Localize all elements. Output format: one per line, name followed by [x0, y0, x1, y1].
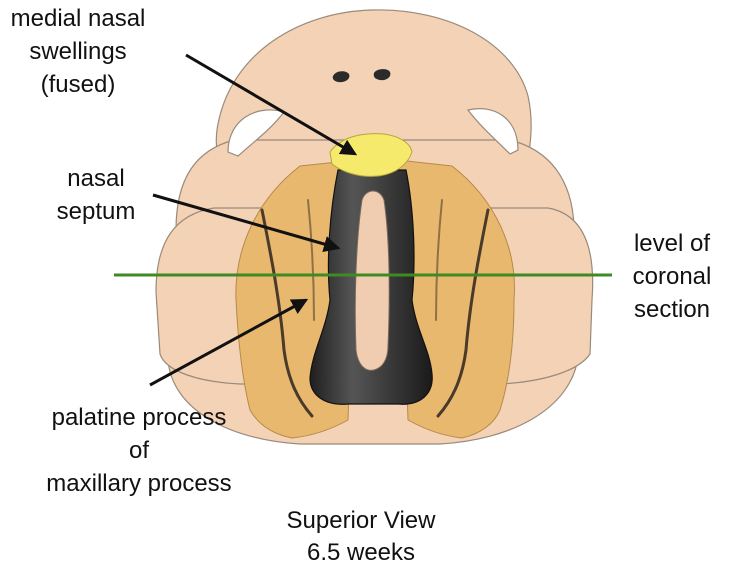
label-line: swellings	[29, 38, 127, 65]
label-medial-nasal-swellings: medial nasal swellings (fused)	[11, 2, 146, 101]
arrow-palatine-process	[149, 298, 309, 387]
label-line: of	[128, 437, 150, 464]
label-line: maxillary process	[46, 470, 232, 497]
caption-view: Superior View 6.5 weeks	[287, 505, 436, 569]
label-line: medial nasal	[10, 5, 146, 32]
caption-age: 6.5 weeks	[306, 539, 416, 566]
label-line: section	[633, 296, 711, 323]
label-line: palatine process	[51, 404, 227, 431]
label-line: (fused)	[40, 71, 116, 98]
pointer-arrows	[149, 53, 358, 387]
arrow-medial-nasal	[185, 53, 358, 156]
label-line: coronal	[632, 263, 712, 290]
caption-title: Superior View	[286, 507, 436, 534]
arrow-nasal-septum	[152, 193, 341, 253]
nasal-pit-icons	[332, 69, 391, 83]
label-palatine-process: palatine process of maxillary process	[46, 401, 231, 500]
lateral-folds	[227, 108, 519, 157]
label-line: nasal	[67, 165, 125, 192]
label-line: septum	[56, 198, 136, 225]
label-line: level of	[633, 230, 711, 257]
nasal-septum	[309, 169, 433, 405]
label-level-of-coronal-section: level of coronal section	[633, 227, 712, 326]
label-nasal-septum: nasal septum	[57, 162, 136, 228]
